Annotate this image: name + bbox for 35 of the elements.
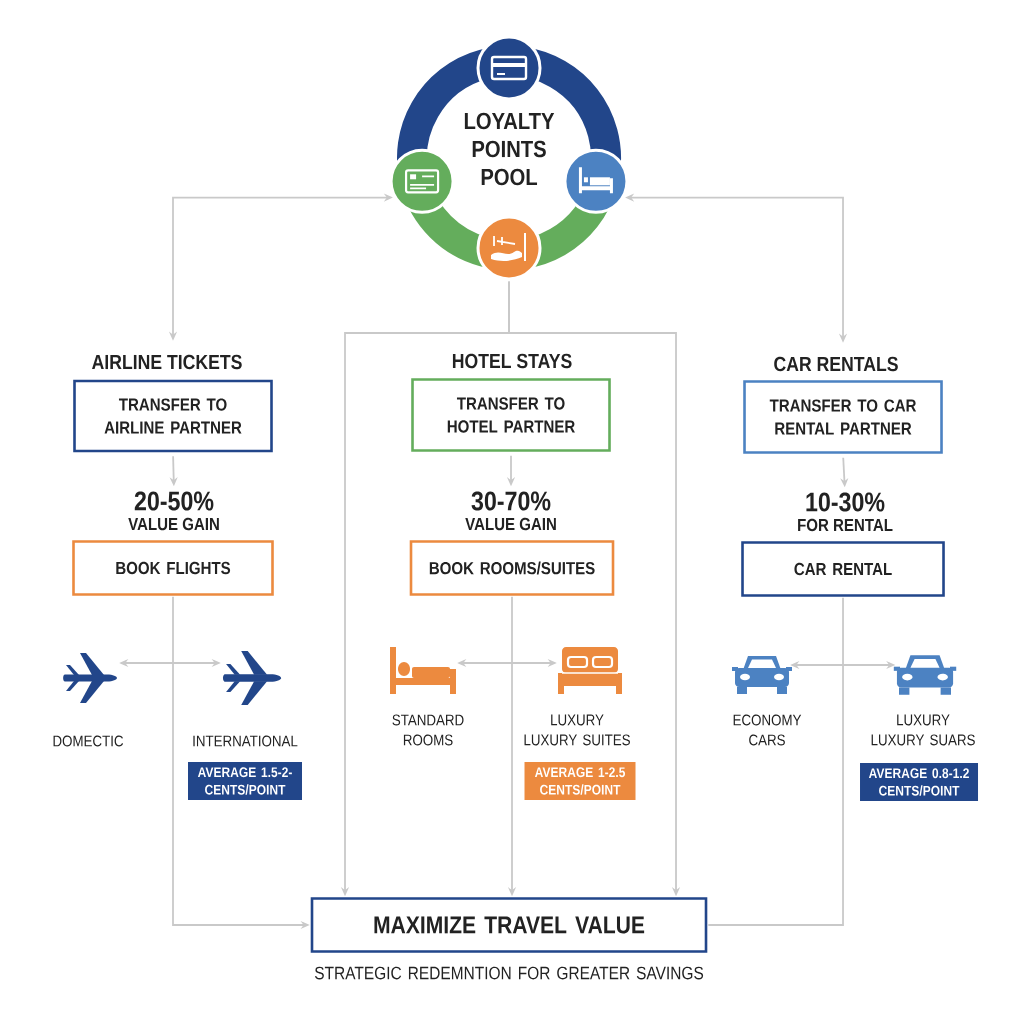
airplane-icon (223, 651, 282, 705)
icon-label: LUXURY LUXURY SUARS (871, 714, 975, 746)
value-note: VALUE GAIN (465, 517, 556, 531)
icon-label: INTERNATIONAL (193, 735, 298, 747)
value-badge: AVERAGE 0.8-1.2 CENTS/POINT (860, 763, 978, 801)
process-box: TRANSFER TO CAR RENTAL PARTNER (743, 380, 943, 454)
value-badge: AVERAGE 1.5-2- CENTS/POINT (188, 762, 302, 800)
value-badge: AVERAGE 1-2.5 CENTS/POINT (524, 762, 636, 800)
icon-label: DOMECTIC (53, 735, 124, 747)
icon-label: ECONOMY CARS (733, 714, 802, 746)
card-icon (389, 148, 455, 214)
car-icon (893, 655, 957, 695)
connector-line (707, 596, 844, 926)
percentage: 30-70% (471, 491, 551, 511)
process-box: MAXIMIZE TRAVEL VALUE (310, 897, 708, 953)
bed-icon (558, 647, 622, 694)
value-note: VALUE GAIN (128, 517, 219, 531)
percentage: 20-50% (134, 491, 214, 511)
value-note: FOR RENTAL (798, 518, 893, 532)
bed-icon (390, 647, 456, 694)
heading: AIRLINE TICKETS (92, 354, 242, 370)
airplane-icon (63, 653, 117, 703)
process-box: CAR RENTAL (741, 541, 945, 597)
process-box: BOOK ROOMS/SUITES (409, 540, 615, 596)
process-box: TRANSFER TO AIRLINE PARTNER (73, 379, 273, 453)
car-icon (732, 656, 792, 694)
hand-icon (476, 215, 542, 281)
heading: HOTEL STAYS (452, 353, 572, 369)
icon-label: LUXURY LUXURY SUITES (524, 714, 630, 746)
process-box: BOOK FLIGHTS (72, 540, 274, 596)
caption: STRATEGIC REDEMNTION FOR GREATER SAVINGS (314, 966, 704, 980)
heading: CAR RENTALS (774, 356, 898, 372)
percentage: 10-30% (806, 492, 885, 512)
process-box: TRANSFER TO HOTEL PARTNER (411, 378, 611, 452)
icon-label: STANDARD ROOMS (392, 714, 464, 746)
